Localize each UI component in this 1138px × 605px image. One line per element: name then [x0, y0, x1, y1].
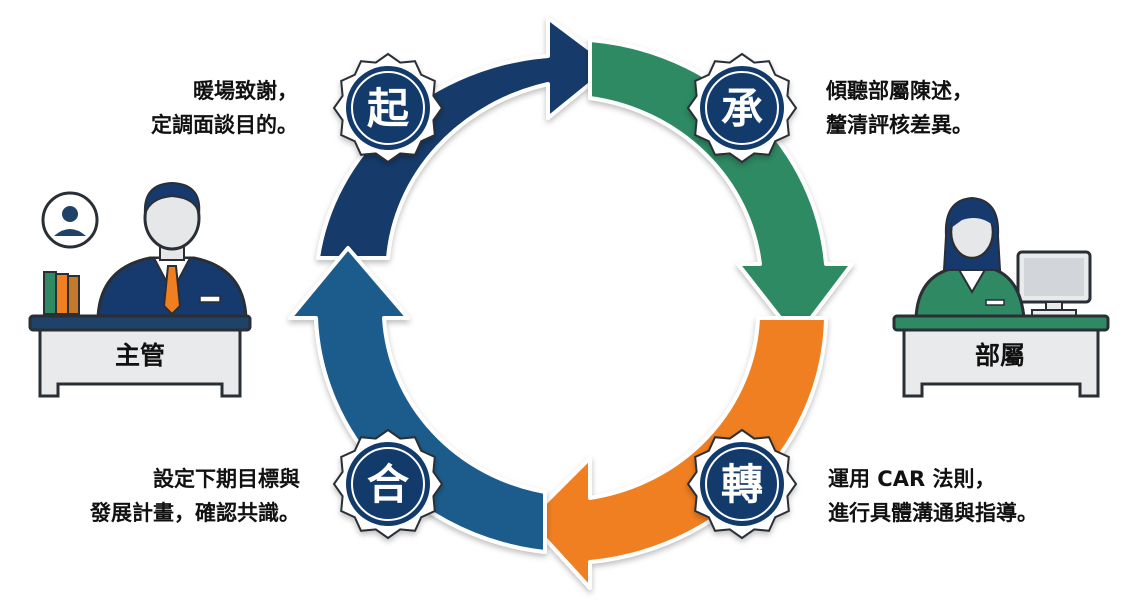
caption-he-line-1: 設定下期目標與 — [153, 467, 300, 491]
caption-zhuan: 運用 CAR 法則， 進行具體溝通與指導。 — [828, 462, 1038, 530]
books-icon — [43, 271, 80, 315]
arrow-he — [288, 246, 547, 554]
arrow-cheng — [588, 38, 854, 340]
badge-disc — [700, 442, 784, 526]
caption-qi-line-2: 定調面談目的。 — [151, 113, 298, 137]
badge-inner-ring — [705, 71, 779, 145]
stage-badge-zhuan: 轉 — [686, 428, 798, 540]
caption-he-line-2: 發展計畫，確認共識。 — [90, 501, 300, 525]
caption-cheng-line-1: 傾聽部屬陳述， — [826, 79, 973, 103]
badge-inner-ring — [351, 71, 425, 145]
badge-disc — [346, 442, 430, 526]
subordinate-label: 部屬 — [975, 341, 1025, 370]
manager-label: 主管 — [115, 341, 165, 370]
stage-char-zhuan: 轉 — [721, 460, 763, 509]
caption-cheng: 傾聽部屬陳述， 釐清評核差異。 — [826, 74, 973, 142]
cycle-arrows — [288, 16, 854, 590]
computer-monitor-icon — [1016, 250, 1092, 317]
badge-disc — [346, 66, 430, 150]
caption-he: 設定下期目標與 發展計畫，確認共識。 — [90, 462, 300, 530]
stage-char-he: 合 — [367, 460, 409, 509]
stage-badge-cheng: 承 — [686, 52, 798, 164]
caption-qi-line-1: 暖場致謝， — [193, 79, 298, 103]
badge-icon — [199, 295, 221, 303]
subordinate-figure — [914, 196, 1092, 320]
badge-inner-ring — [351, 447, 425, 521]
caption-cheng-line-2: 釐清評核差異。 — [826, 113, 973, 137]
caption-zhuan-line-1: 運用 CAR 法則， — [828, 467, 996, 491]
arrow-qi — [316, 16, 614, 260]
stage-badge-qi: 起 — [332, 52, 444, 164]
stage-char-qi: 起 — [367, 84, 410, 133]
subordinate-desk: 部屬 — [892, 314, 1110, 398]
manager-figure — [41, 181, 248, 320]
stage-char-cheng: 承 — [721, 84, 763, 133]
manager-desk: 主管 — [28, 314, 252, 398]
badge-inner-ring — [705, 447, 779, 521]
caption-zhuan-line-2: 進行具體溝通與指導。 — [828, 501, 1038, 525]
profile-frame-icon — [41, 191, 99, 249]
caption-qi: 暖場致謝， 定調面談目的。 — [151, 74, 298, 142]
badge-disc — [700, 66, 784, 150]
arrow-zhuan — [526, 316, 828, 590]
stage-badge-he: 合 — [332, 428, 444, 540]
